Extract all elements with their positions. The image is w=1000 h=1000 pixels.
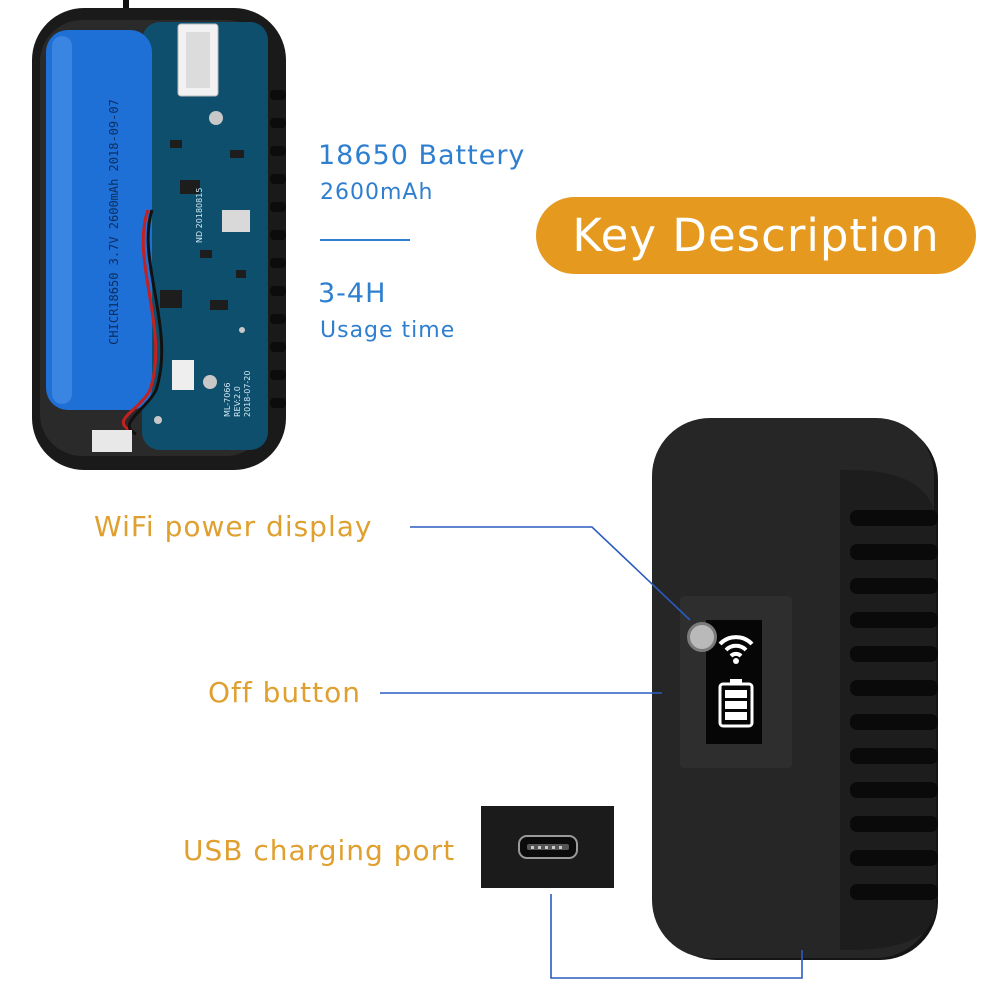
closed-device-illustration xyxy=(652,418,938,960)
pcb-model: ML-7066 xyxy=(223,382,232,417)
battery-cell-print: CHICR18650 3.7V 2600mAh 2018-09-07 xyxy=(107,99,121,345)
micro-usb-port-icon xyxy=(481,806,614,888)
pcb-model-print: ML-7066 REV:2.0 2018-07-20 xyxy=(223,337,253,418)
battery-title: 18650 Battery xyxy=(318,140,526,171)
usb-charging-port-label: USB charging port xyxy=(183,834,456,867)
pcb-rev-date: 2018-07-20 xyxy=(243,370,252,418)
wifi-icon xyxy=(718,635,754,664)
pcb-rev: REV:2.0 xyxy=(233,386,242,417)
battery-capacity: 2600mAh xyxy=(320,180,434,205)
wifi-power-display-label: WiFi power display xyxy=(94,510,373,543)
usage-hours: 3-4H xyxy=(318,278,387,309)
opened-device-illustration xyxy=(32,0,286,470)
usage-time-label: Usage time xyxy=(320,318,456,343)
off-button-label: Off button xyxy=(208,676,362,709)
pcb-date-print: ND 20180815 xyxy=(195,187,204,243)
info-divider xyxy=(320,239,410,241)
battery-icon xyxy=(718,679,754,728)
power-button-icon[interactable] xyxy=(687,622,717,652)
key-description-badge: Key Description xyxy=(536,197,976,274)
